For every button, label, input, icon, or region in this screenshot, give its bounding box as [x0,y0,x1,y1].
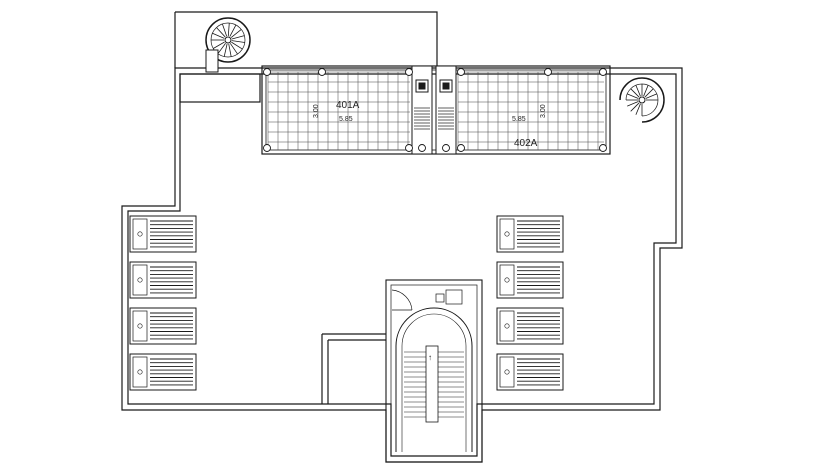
solar-panels [129,215,564,391]
lower-left-box [321,333,386,404]
unit-402A-width: 5.85 [512,116,526,123]
core-stair-treads [404,351,464,418]
solar-panel-left-1 [129,215,197,253]
solar-panel-right-4 [496,353,564,391]
service-shafts [411,65,457,155]
solar-panel-right-1 [496,215,564,253]
unit-401A-depth: 3.00 [313,104,320,118]
solar-panel-left-3 [129,307,197,345]
solar-panel-right-3 [496,307,564,345]
stair-up-arrow: ↑ [428,353,432,362]
solar-panel-left-2 [129,261,197,299]
unit-401A-label: 401A [336,100,360,111]
unit-402A-label: 402A [514,138,538,149]
unit-401A-width: 5.85 [339,116,353,123]
unit-402A-depth: 3.00 [540,104,547,118]
unit-402A-grid [457,71,604,150]
columns [263,68,607,152]
spiral-stair-top [205,17,251,73]
spiral-stair-right [619,77,665,123]
roof-walkway [179,73,261,103]
unit-401A-grid [267,71,410,150]
upper-parapet [174,11,438,68]
shaft-stair-treads [414,107,454,130]
solar-panel-left-4 [129,353,197,391]
solar-panel-right-2 [496,261,564,299]
stair-core [385,279,483,463]
